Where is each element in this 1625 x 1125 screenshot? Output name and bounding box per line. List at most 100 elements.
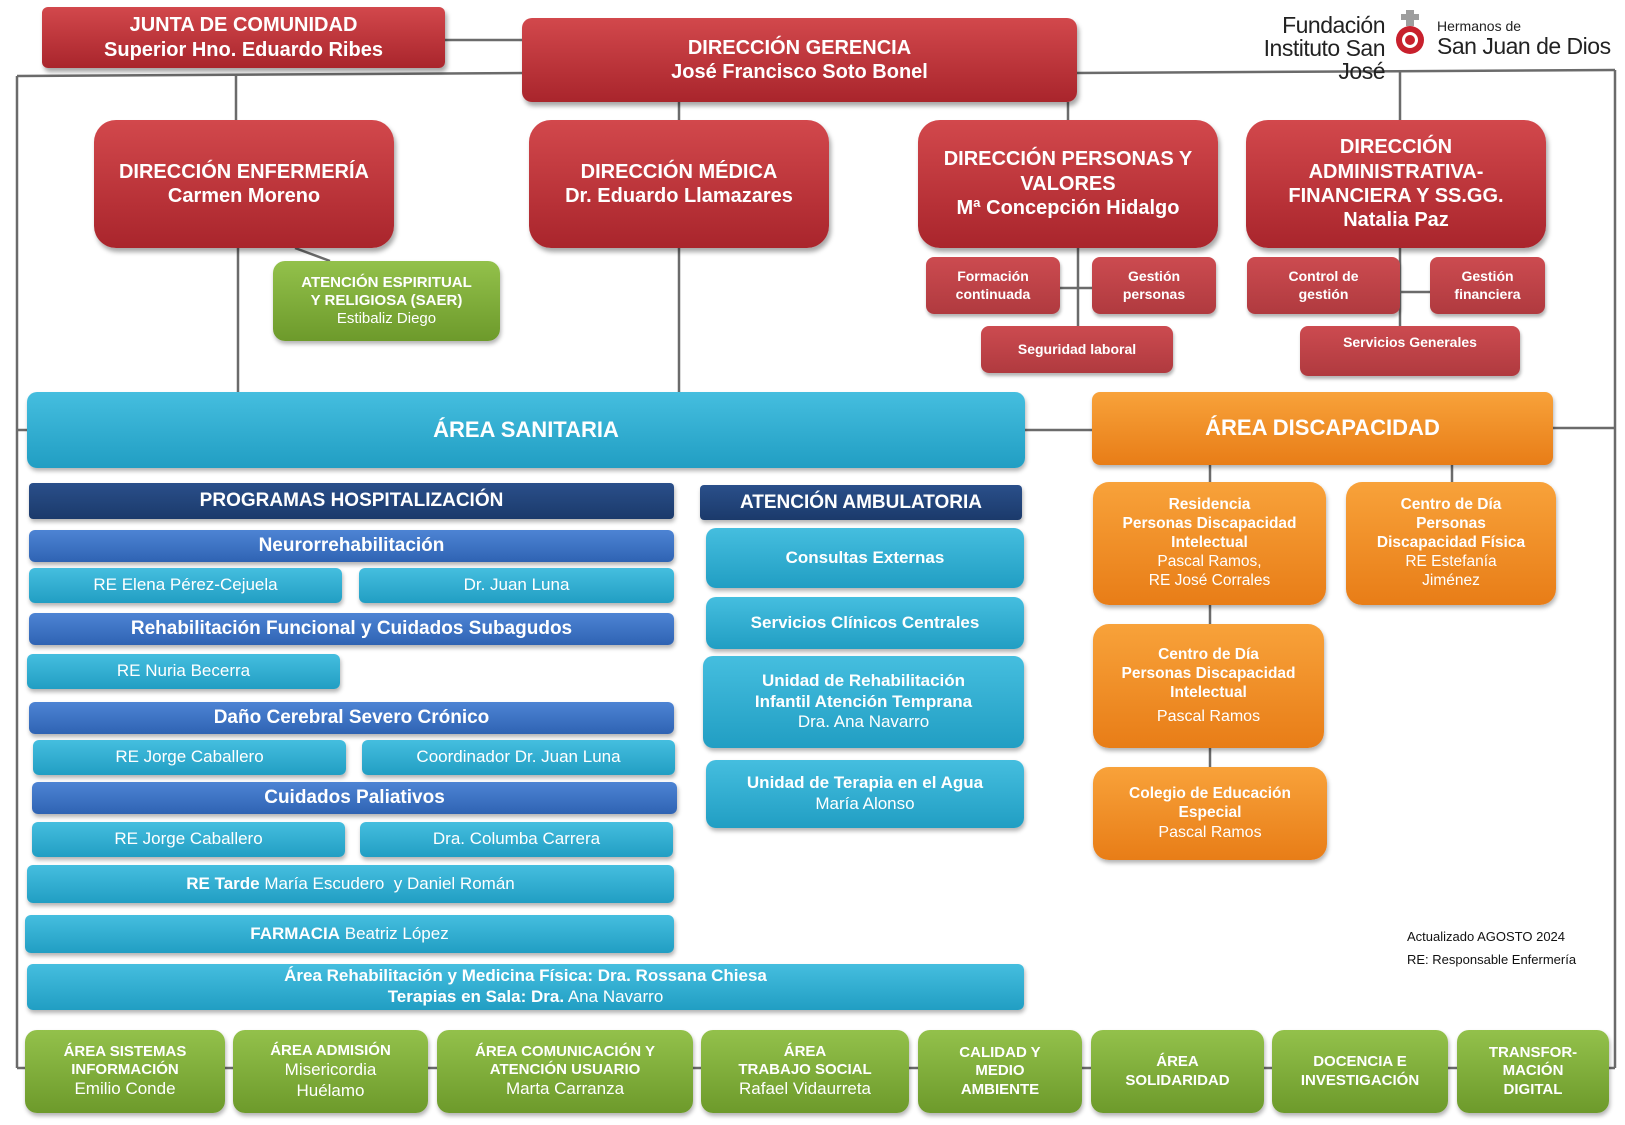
solidaridad-line2: SOLIDARIDAD <box>1125 1071 1230 1089</box>
terapias-line: Terapias en Sala: Dra. Ana Navarro <box>388 987 664 1008</box>
pal-re-box: RE Jorge Caballero <box>32 822 345 857</box>
res-name1: Pascal Ramos, <box>1157 552 1262 570</box>
dano-label: Daño Cerebral Severo Crónico <box>213 707 490 729</box>
gerencia-name: José Francisco Soto Bonel <box>671 61 928 83</box>
cdi-line2: Personas Discapacidad <box>1121 664 1296 682</box>
neuro-dr-box: Dr. Juan Luna <box>359 568 674 603</box>
res-name2: RE José Corrales <box>1148 571 1271 589</box>
re-tarde-bold: RE Tarde <box>186 873 260 893</box>
cdi-name: Pascal Ramos <box>1156 707 1261 725</box>
admision-line1: ÁREA ADMISIÓN <box>270 1041 391 1059</box>
area-sanitaria-label: ÁREA SANITARIA <box>433 416 619 442</box>
re-tarde-names: María Escudero y Daniel Román <box>259 873 515 893</box>
area-trabajo-social-box: ÁREA TRABAJO SOCIAL Rafael Vidaurreta <box>701 1030 909 1113</box>
unidad-rehab-line2: Infantil Atención Temprana <box>754 691 973 711</box>
sistemas-name: Emilio Conde <box>74 1079 176 1099</box>
docencia-line2: INVESTIGACIÓN <box>1300 1071 1420 1089</box>
sistemas-line1: ÁREA SISTEMAS <box>63 1042 187 1060</box>
direccion-medica-box: DIRECCIÓN MÉDICA Dr. Eduardo Llamazares <box>529 120 829 248</box>
docencia-box: DOCENCIA E INVESTIGACIÓN <box>1272 1030 1448 1113</box>
cdf-name1: RE Estefanía <box>1405 552 1497 570</box>
paliativos-label: Cuidados Paliativos <box>264 787 445 809</box>
rehab-label: Rehabilitación Funcional y Cuidados Suba… <box>130 618 573 640</box>
terapia-agua-box: Unidad de Terapia en el Agua María Alons… <box>706 760 1024 828</box>
control-gestion-box: Control de gestión <box>1247 257 1400 314</box>
gestion-personas-line2: personas <box>1122 285 1186 302</box>
servicios-label: Servicios Generales <box>1343 334 1477 350</box>
comunicacion-line2: ATENCIÓN USUARIO <box>489 1061 641 1079</box>
farmacia-name: Beatriz López <box>340 923 449 943</box>
hermanos-logo: Hermanos de San Juan de Dios <box>1437 18 1612 58</box>
servicios-clinicos-label: Servicios Clínicos Centrales <box>750 612 980 632</box>
col-line2: Especial <box>1178 803 1242 821</box>
unidad-rehab-box: Unidad de Rehabilitación Infantil Atenci… <box>703 656 1024 748</box>
logo-left-line2: Instituto San José <box>1263 35 1386 84</box>
unidad-rehab-name: Dra. Ana Navarro <box>797 712 930 732</box>
gestion-personas-box: Gestión personas <box>1092 257 1216 314</box>
saer-line1: ATENCIÓN ESPIRITUAL <box>301 273 472 291</box>
dano-re-label: RE Jorge Caballero <box>115 747 264 767</box>
calidad-line3: AMBIENTE <box>960 1080 1040 1098</box>
pal-re-label: RE Jorge Caballero <box>114 829 263 849</box>
direccion-gerencia-box: DIRECCIÓN GERENCIA José Francisco Soto B… <box>522 18 1077 102</box>
res-line2: Personas Discapacidad <box>1122 515 1297 533</box>
direccion-personas-box: DIRECCIÓN PERSONAS Y VALORES Mª Concepci… <box>918 120 1218 248</box>
fundacion-logo: Fundación Instituto San José <box>1215 14 1386 84</box>
cdf-name2: Jiménez <box>1422 571 1480 589</box>
junta-title: JUNTA DE COMUNIDAD <box>129 14 358 37</box>
junta-comunidad-box: JUNTA DE COMUNIDAD Superior Hno. Eduardo… <box>42 7 445 68</box>
hospitaller-emblem-icon <box>1396 10 1424 54</box>
centro-dia-fisica-box: Centro de Día Personas Discapacidad Físi… <box>1346 482 1556 605</box>
solidaridad-line1: ÁREA <box>1156 1053 1199 1071</box>
area-sanitaria-box: ÁREA SANITARIA <box>27 392 1025 468</box>
formacion-box: Formación continuada <box>926 257 1060 314</box>
admision-name1: Misericordia <box>284 1059 377 1079</box>
medica-title: DIRECCIÓN MÉDICA <box>580 160 778 183</box>
terapia-agua-label: Unidad de Terapia en el Agua <box>746 773 984 793</box>
paliativos-box: Cuidados Paliativos <box>32 782 677 814</box>
seguridad-box: Seguridad laboral <box>981 326 1173 373</box>
ambulatoria-header: ATENCIÓN AMBULATORIA <box>700 485 1022 520</box>
enfermeria-title: DIRECCIÓN ENFERMERÍA <box>118 160 369 183</box>
neuro-dr-label: Dr. Juan Luna <box>463 575 570 595</box>
terapia-agua-name: María Alonso <box>815 794 915 813</box>
rehab-re-label: RE Nuria Becerra <box>116 661 251 681</box>
transform-line2: MACIÓN <box>1502 1062 1564 1080</box>
admin-title-1: DIRECCIÓN <box>1339 136 1453 159</box>
farmacia-box: FARMACIA Beatriz López <box>25 915 674 953</box>
dano-box: Daño Cerebral Severo Crónico <box>29 702 674 734</box>
area-solidaridad-box: ÁREA SOLIDARIDAD <box>1091 1030 1264 1113</box>
rehab-re-box: RE Nuria Becerra <box>27 654 340 689</box>
saer-box: ATENCIÓN ESPIRITUAL Y RELIGIOSA (SAER) E… <box>273 261 500 341</box>
personas-title-1: DIRECCIÓN PERSONAS Y <box>943 148 1193 171</box>
enfermeria-name: Carmen Moreno <box>167 185 321 207</box>
res-line3: Intelectual <box>1171 534 1248 552</box>
cdf-line1: Centro de Día <box>1400 496 1502 514</box>
calidad-box: CALIDAD Y MEDIO AMBIENTE <box>918 1030 1082 1113</box>
servicios-generales-box: Servicios Generales <box>1300 326 1520 376</box>
area-comunicacion-box: ÁREA COMUNICACIÓN Y ATENCIÓN USUARIO Mar… <box>437 1030 693 1113</box>
cdf-line2: Personas <box>1416 515 1486 533</box>
colegio-box: Colegio de Educación Especial Pascal Ram… <box>1093 767 1327 860</box>
calidad-line2: MEDIO <box>975 1062 1025 1080</box>
res-line1: Residencia <box>1168 496 1251 514</box>
logo-right-line1: Hermanos de <box>1437 18 1522 34</box>
trabajo-name: Rafael Vidaurreta <box>739 1079 871 1099</box>
dano-coord-label: Coordinador Dr. Juan Luna <box>416 747 621 767</box>
gestion-fin-line1: Gestión <box>1461 268 1514 285</box>
neuro-box: Neurorrehabilitación <box>29 530 674 562</box>
cdi-line3: Intelectual <box>1170 683 1247 701</box>
terapias-name: Ana Navarro <box>564 987 664 1006</box>
consultas-label: Consultas Externas <box>785 547 945 567</box>
col-line1: Colegio de Educación <box>1129 784 1291 802</box>
dano-re-box: RE Jorge Caballero <box>33 740 346 775</box>
direccion-administrativa-box: DIRECCIÓN ADMINISTRATIVA- FINANCIERA Y S… <box>1246 120 1546 248</box>
saer-name: Estibaliz Diego <box>336 310 437 328</box>
transform-line1: TRANSFOR- <box>1488 1044 1578 1062</box>
control-line1: Control de <box>1288 268 1359 285</box>
control-line2: gestión <box>1298 285 1349 302</box>
admin-title-2: ADMINISTRATIVA- <box>1308 160 1484 183</box>
admision-name2: Huélamo <box>296 1080 365 1100</box>
sistemas-line2: INFORMACIÓN <box>71 1061 179 1079</box>
calidad-line1: CALIDAD Y <box>959 1044 1041 1062</box>
